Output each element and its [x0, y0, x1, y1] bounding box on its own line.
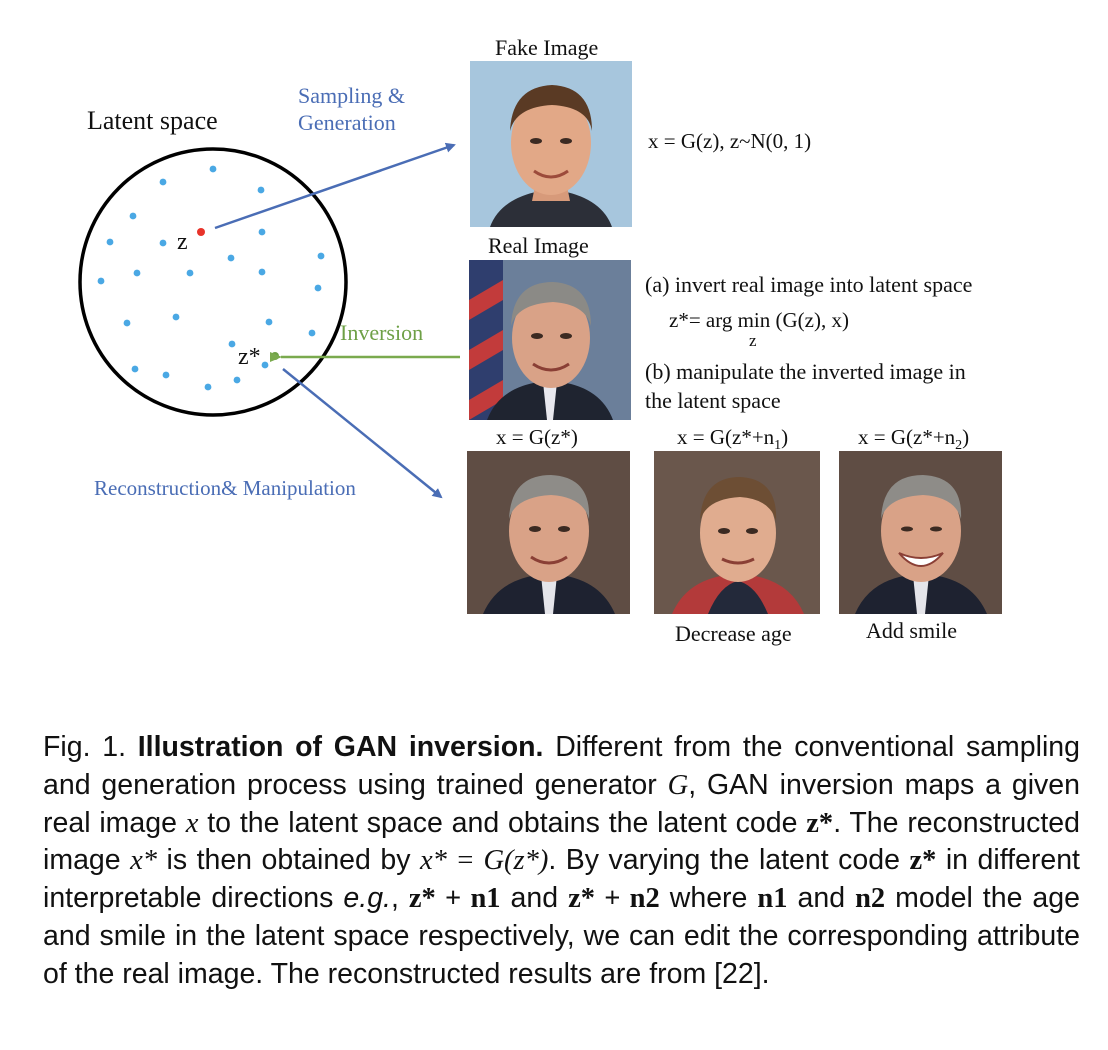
- caption-math-x: x: [185, 807, 199, 839]
- zstar-point: [271, 352, 279, 360]
- reconstructed-face-image: [467, 451, 630, 614]
- caption-text-4: . The reconstructed image: [43, 806, 1080, 877]
- sampling-label: Sampling & Generation: [298, 82, 405, 136]
- step-a-text: (a) invert real image into latent space: [645, 272, 973, 297]
- recon-eq-2-suffix: ): [781, 425, 789, 449]
- real-face-image: [469, 260, 631, 420]
- caption-text-2: , GAN inversion maps a given real image: [43, 768, 1081, 839]
- z-point: [197, 228, 205, 236]
- caption-text-1: Different from the conventional sampling…: [43, 731, 1081, 801]
- caption-text-10: model the age and smile in the latent sp…: [43, 882, 1080, 990]
- z-label: z: [177, 229, 188, 255]
- reconstruction-arrow: [282, 368, 443, 499]
- caption-and-1: and: [510, 882, 559, 915]
- caption-and-2: and: [797, 882, 846, 915]
- add-smile-label: Add smile: [866, 618, 958, 643]
- inversion-equation: z*= arg min (G(z), x): [669, 308, 849, 332]
- caption-math-zstar: z*: [806, 807, 834, 839]
- recon-eq-3-prefix: x = G(z*+n: [858, 425, 956, 449]
- recon-eq-2-prefix: x = G(z*+n: [677, 425, 775, 449]
- fake-face-image: [470, 61, 632, 227]
- caption-text-6: . By varying the latent code: [548, 844, 900, 877]
- caption-fig-number: Fig. 1.: [43, 731, 127, 763]
- recon-equation-3: x = G(z*+n2): [858, 425, 969, 454]
- recon-eq-3-sub: 2: [955, 438, 963, 454]
- decrease-age-label: Decrease age: [675, 621, 792, 646]
- reconstruction-label: Reconstruction& Manipulation: [94, 476, 356, 500]
- sampling-label-line1: Sampling &: [298, 83, 405, 108]
- recon-equation-2: x = G(z*+n1): [677, 425, 788, 454]
- caption-eg: e.g.: [343, 882, 391, 915]
- sampling-label-line2: Generation: [298, 110, 396, 135]
- latent-space-circle: [78, 147, 348, 417]
- caption-math-equation: x* = G(z*): [419, 845, 549, 877]
- caption-math-xstar: x*: [130, 845, 158, 877]
- caption-title: Illustration of GAN inversion.: [137, 731, 544, 763]
- caption-math-G: G: [667, 769, 689, 801]
- generation-equation: x = G(z), z~N(0, 1): [648, 129, 812, 153]
- caption-text-3: to the latent space and obtains the late…: [207, 806, 798, 839]
- latent-points: [97, 165, 325, 391]
- step-b-line1: (b) manipulate the inverted image in: [645, 359, 966, 384]
- caption-math-zstar-2: z*: [909, 845, 937, 877]
- latent-space-diagram: [78, 142, 460, 499]
- figure-caption: Fig. 1. Illustration of GAN inversion. D…: [43, 729, 1080, 994]
- recon-eq-3-suffix: ): [962, 425, 970, 449]
- caption-text-7: in different interpretable directions: [43, 844, 1080, 915]
- step-b-line2: the latent space: [645, 388, 781, 413]
- latent-space-label: Latent space: [87, 106, 218, 135]
- step-b-text: (b) manipulate the inverted image in the…: [645, 357, 966, 415]
- caption-math-n1: n1: [757, 883, 788, 915]
- caption-math-zn2: z* + n2: [568, 883, 660, 915]
- caption-text-5: is then obtained by: [166, 844, 411, 877]
- sampling-arrow: [214, 142, 456, 230]
- recon-equation-1: x = G(z*): [496, 425, 578, 449]
- zstar-label: z*: [238, 344, 261, 370]
- caption-math-n2: n2: [855, 883, 886, 915]
- inversion-label: Inversion: [340, 320, 424, 345]
- argmin-subscript: z: [749, 331, 757, 350]
- smiling-face-image: [839, 451, 1002, 614]
- caption-math-zn1: z* + n1: [408, 883, 501, 915]
- younger-face-image: [654, 451, 820, 614]
- fake-image-title: Fake Image: [495, 35, 599, 60]
- real-image-title: Real Image: [488, 233, 589, 258]
- recon-eq-2-sub: 1: [774, 438, 782, 454]
- caption-text-9: where: [669, 882, 748, 915]
- caption-text-8: ,: [390, 882, 399, 915]
